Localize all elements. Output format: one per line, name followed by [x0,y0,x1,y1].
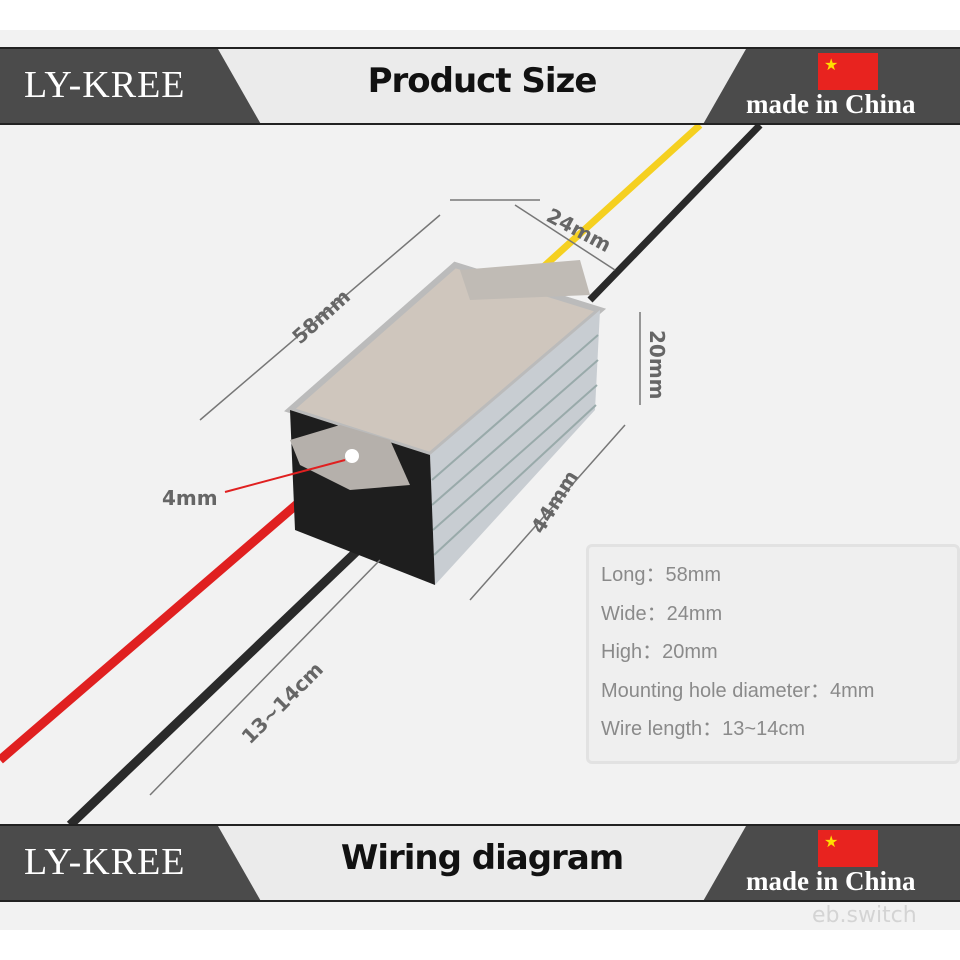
spec-value: 20mm [662,641,718,663]
spec-row: Long：58mm [601,563,945,602]
spec-row: Mounting hole diameter：4mm [601,679,945,718]
top-banner: LY-KREE Product Size ★ made in China [0,47,960,125]
spec-label: Long： [601,564,666,586]
spec-value: 58mm [665,564,722,586]
spec-row: High：20mm [601,640,945,679]
spec-box: Long：58mm Wide：24mm High：20mm Mounting h… [586,544,960,764]
rear-tab [460,260,590,300]
banner-panel [218,826,746,900]
banner-panel [218,49,746,123]
spec-label: Wide： [601,602,667,625]
hole-label: 4mm [162,486,218,510]
watermark: eb.switch [812,903,917,928]
brand-logo: LY-KREE [24,64,186,106]
red-wire [0,476,328,764]
depth-label: 44mm [526,466,583,538]
banner-title: Wiring diagram [340,838,624,878]
mounting-hole [345,449,359,463]
length-label: 58mm [287,284,355,348]
spec-label: High： [601,641,663,663]
wire-length-label: 13~14cm [237,657,328,748]
dimension-lines [149,199,641,796]
bottom-banner: LY-KREE Wiring diagram ★ made in China [0,824,960,902]
spec-label: Wire length： [601,718,723,740]
made-in-label: made in China [746,866,916,896]
spec-value: 13~14cm [722,718,805,740]
height-label: 20mm [645,330,669,400]
spec-label: Mounting hole diameter： [601,679,831,702]
spec-row: Wire length：13~14cm [601,717,945,756]
black-wire-bottom [66,506,404,829]
spec-value: 24mm [666,602,723,625]
module-side [430,310,600,585]
yellow-wire [537,122,703,273]
banner-title: Product Size [367,61,598,101]
brand-logo: LY-KREE [24,841,186,883]
black-wire-top [587,122,763,303]
china-flag-icon: ★ [818,53,878,90]
spec-value: 4mm [830,679,875,702]
spec-row: Wide：24mm [601,602,945,641]
made-in-label: made in China [746,89,916,119]
china-flag-icon: ★ [818,830,878,867]
heatsink-fins [431,334,599,556]
